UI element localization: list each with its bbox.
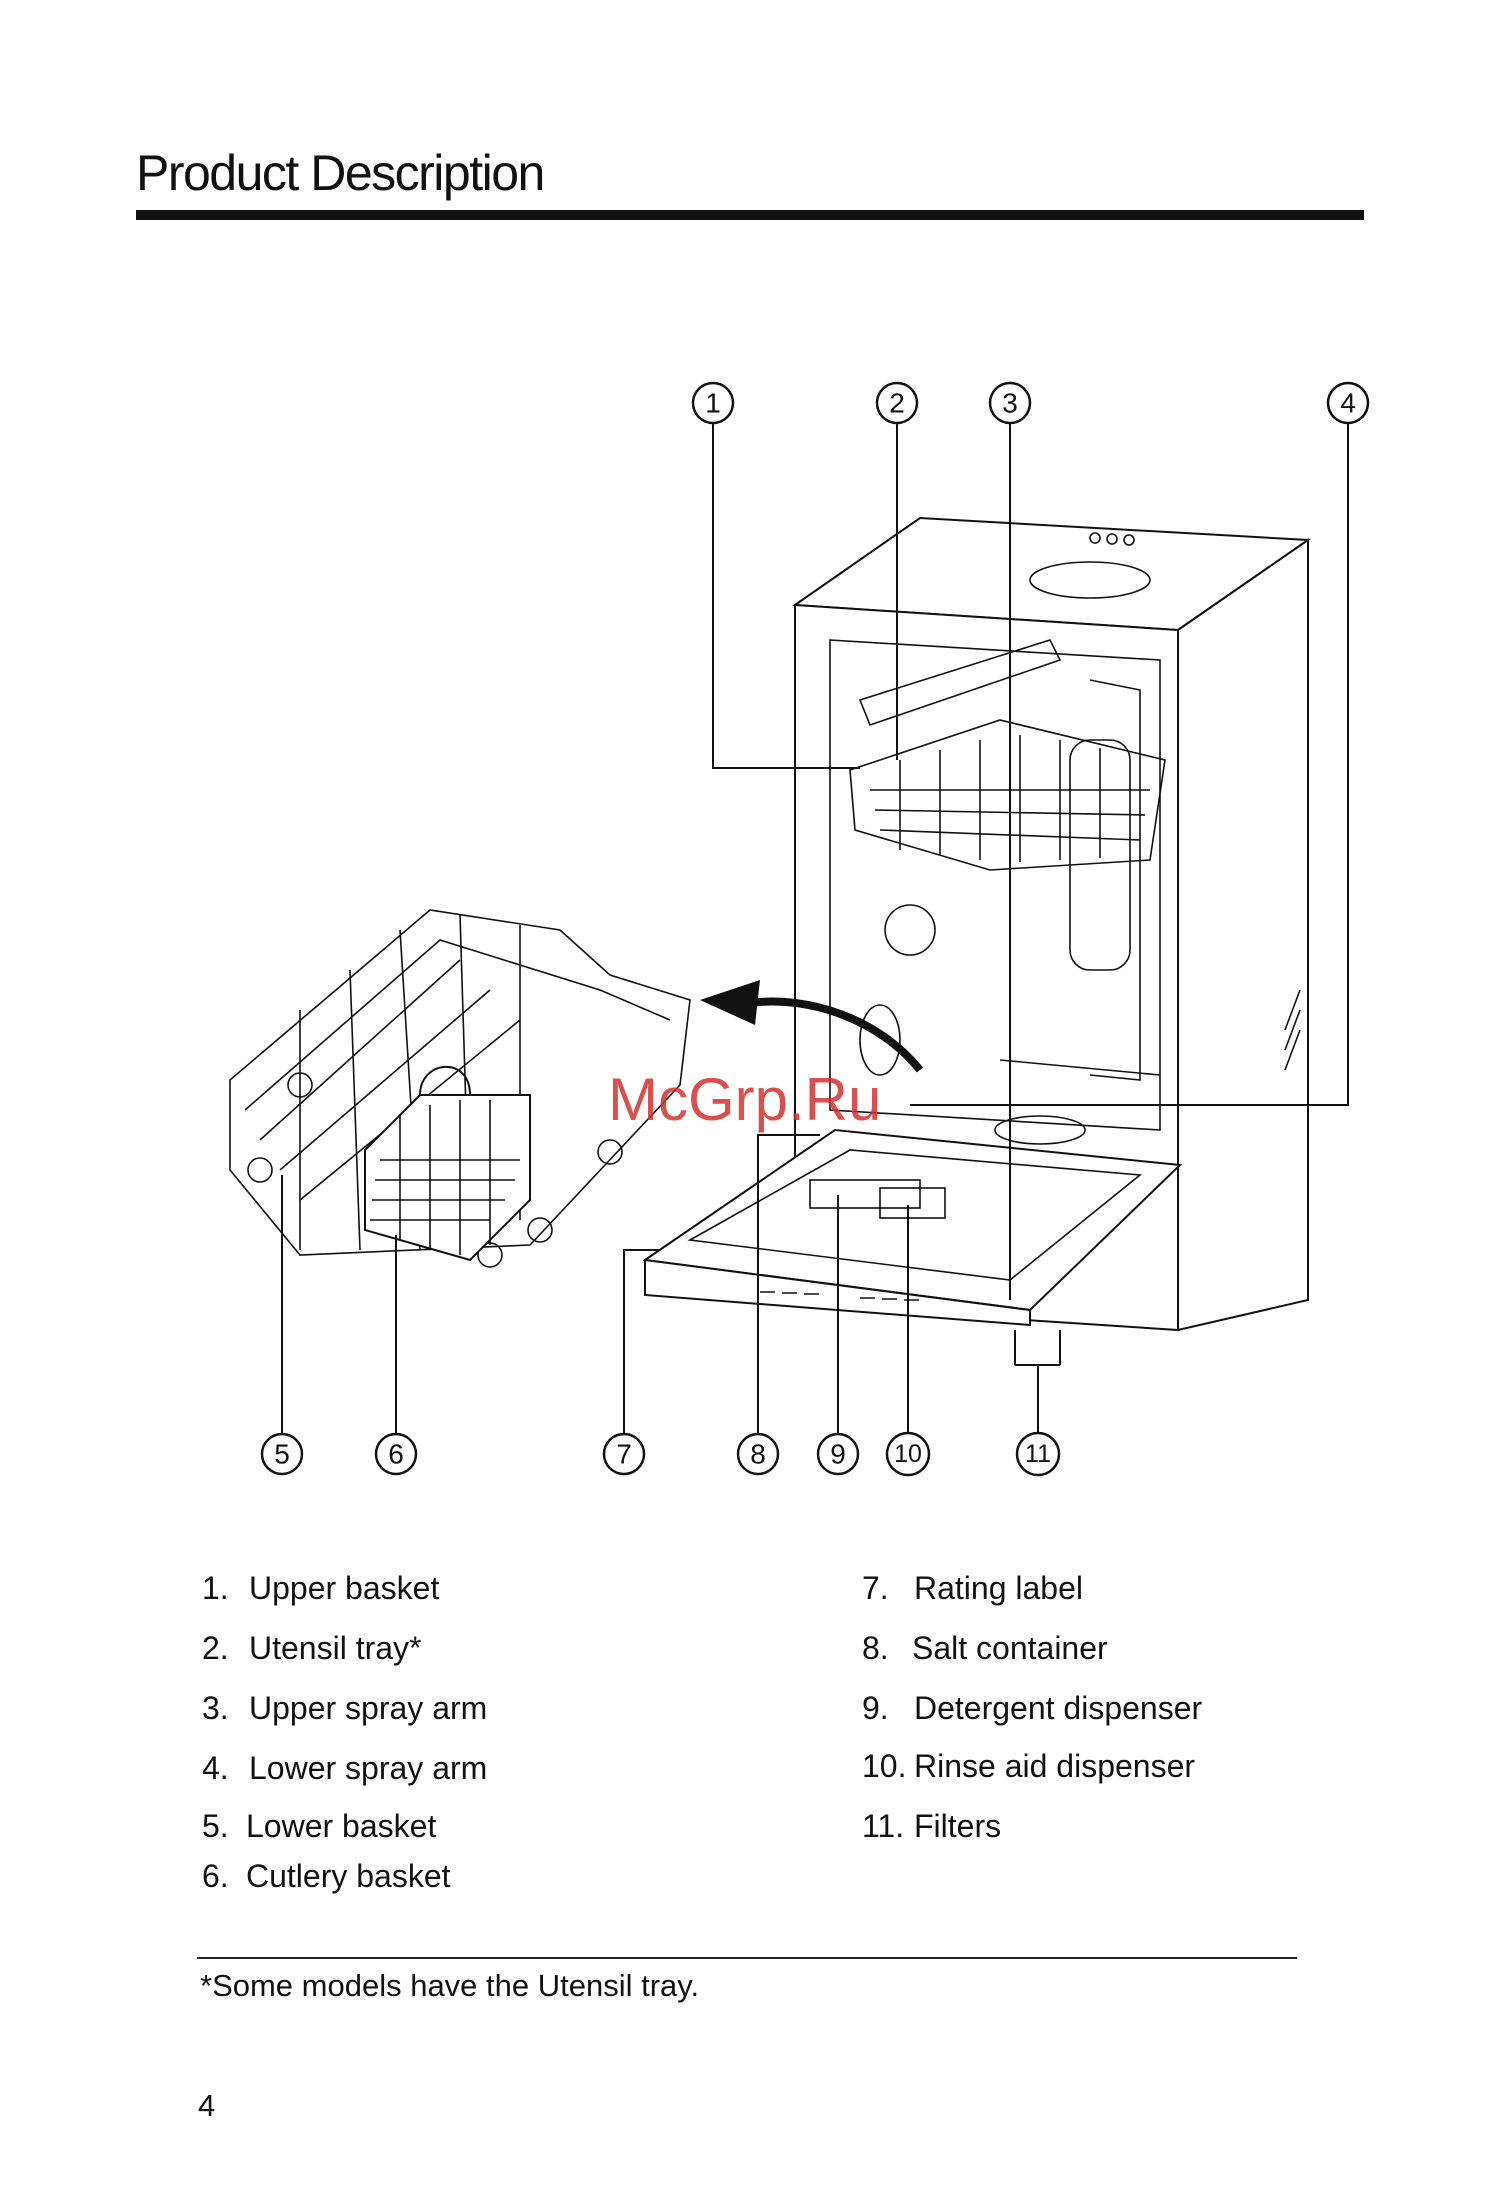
- callout-1-label: 1: [705, 388, 721, 419]
- legend-item-11: 11.Filters: [862, 1808, 1001, 1845]
- legend-num: 10.: [862, 1748, 914, 1785]
- callout-5-label: 5: [274, 1439, 290, 1470]
- callout-7: 7: [604, 1434, 644, 1474]
- page-number: 4: [198, 2088, 215, 2124]
- cutlery-basket: [365, 1067, 530, 1260]
- legend-label: Rating label: [914, 1570, 1083, 1606]
- legend-item-6: 6.Cutlery basket: [202, 1858, 451, 1895]
- callout-10: 10: [887, 1433, 929, 1475]
- legend-num: 11.: [862, 1808, 914, 1845]
- legend-num: 7.: [862, 1570, 914, 1607]
- dishwasher-diagram: 1 2 3 4 5 6 7 8 9 10 11 McGrp.Ru: [0, 0, 1501, 1500]
- callout-9-label: 9: [830, 1439, 846, 1470]
- callout-11: 11: [1017, 1433, 1059, 1475]
- legend-num: 5.: [202, 1808, 246, 1845]
- callout-2: 2: [877, 383, 917, 423]
- legend-item-5: 5.Lower basket: [202, 1808, 436, 1845]
- legend-item-2: 2.Utensil tray*: [202, 1630, 422, 1667]
- watermark: McGrp.Ru: [608, 1066, 881, 1133]
- legend-num: 2.: [202, 1630, 249, 1667]
- legend-num: 1.: [202, 1570, 249, 1607]
- legend-num: 9.: [862, 1690, 914, 1727]
- callout-9: 9: [818, 1434, 858, 1474]
- callout-4: 4: [1328, 383, 1368, 423]
- legend-label: Upper basket: [249, 1570, 439, 1606]
- legend-item-10: 10.Rinse aid dispenser: [862, 1748, 1195, 1785]
- callout-8-label: 8: [750, 1439, 766, 1470]
- legend-label: Utensil tray*: [249, 1630, 422, 1666]
- legend-item-8: 8.Salt container: [862, 1630, 1108, 1667]
- callout-5: 5: [262, 1434, 302, 1474]
- legend-item-1: 1.Upper basket: [202, 1570, 439, 1607]
- legend-num: 8.: [862, 1630, 912, 1667]
- legend-item-4: 4.Lower spray arm: [202, 1750, 487, 1787]
- legend-label: Cutlery basket: [246, 1858, 451, 1894]
- legend-num: 3.: [202, 1690, 249, 1727]
- legend-num: 6.: [202, 1858, 246, 1895]
- legend-item-3: 3.Upper spray arm: [202, 1690, 487, 1727]
- legend-item-7: 7.Rating label: [862, 1570, 1083, 1607]
- callout-3: 3: [990, 383, 1030, 423]
- footnote: *Some models have the Utensil tray.: [200, 1968, 699, 2004]
- callout-7-label: 7: [616, 1439, 632, 1470]
- legend-num: 4.: [202, 1750, 249, 1787]
- legend-label: Detergent dispenser: [914, 1690, 1202, 1726]
- callout-11-label: 11: [1025, 1440, 1051, 1468]
- legend-label: Salt container: [912, 1630, 1108, 1666]
- legend-label: Lower spray arm: [249, 1750, 487, 1786]
- legend-label: Filters: [914, 1808, 1001, 1844]
- legend-label: Rinse aid dispenser: [914, 1748, 1195, 1784]
- callout-2-label: 2: [889, 388, 905, 419]
- legend-item-9: 9.Detergent dispenser: [862, 1690, 1202, 1727]
- legend-label: Lower basket: [246, 1808, 436, 1844]
- callout-8: 8: [738, 1434, 778, 1474]
- callout-1: 1: [693, 383, 733, 423]
- legend-label: Upper spray arm: [249, 1690, 487, 1726]
- callout-6-label: 6: [388, 1439, 404, 1470]
- callout-3-label: 3: [1002, 388, 1018, 419]
- callout-4-label: 4: [1340, 388, 1356, 419]
- footnote-divider: [197, 1957, 1297, 1959]
- callout-10-label: 10: [894, 1440, 922, 1468]
- callout-6: 6: [376, 1434, 416, 1474]
